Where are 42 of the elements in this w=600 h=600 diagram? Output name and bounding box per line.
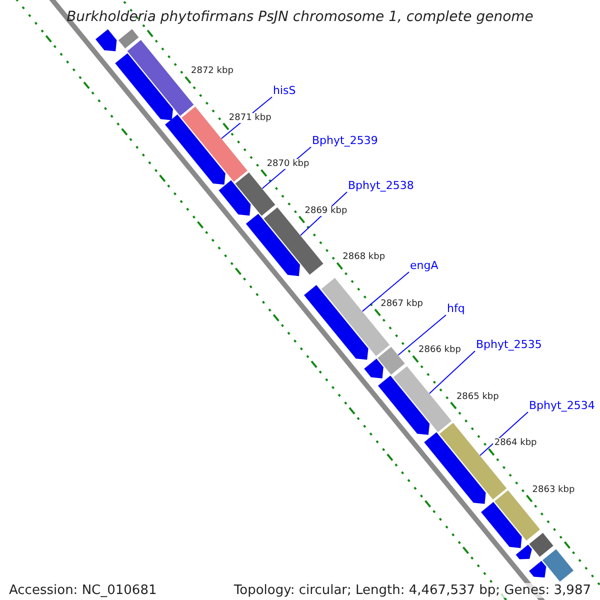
leader-line [362, 272, 410, 312]
gene-bar [376, 346, 406, 376]
cds-segment [96, 29, 117, 52]
cds-segment [218, 180, 251, 216]
cds-segment [304, 285, 368, 360]
cds-segment [364, 358, 384, 378]
scale-label: 2872 kbp [190, 66, 234, 76]
cds-segment [378, 376, 430, 435]
gene-bar [392, 366, 452, 433]
cds-segment [516, 544, 532, 560]
scale-label: 2867 kbp [380, 298, 424, 308]
scale-label: 2871 kbp [228, 112, 272, 122]
cds-segment [246, 214, 300, 276]
cds-segment [165, 114, 226, 185]
cds-segment [424, 432, 486, 504]
cds-segment [115, 53, 173, 120]
gene-label: hfq [447, 303, 465, 315]
summary-text: Topology: circular; Length: 4,467,537 bp; Genes: 3,987 [234, 583, 591, 598]
gene-label: engA [410, 260, 438, 272]
accession-text: Accession: NC_010681 [9, 583, 157, 598]
gene-bar [542, 548, 574, 582]
gene-bar [234, 172, 276, 216]
gene-label: Bphyt_2539 [312, 135, 378, 147]
scale-label: 2866 kbp [418, 345, 462, 355]
gene-label: Bphyt_2538 [348, 180, 414, 192]
gene-label: hisS [273, 85, 296, 97]
scale-label: 2865 kbp [455, 392, 500, 402]
leader-line [428, 350, 476, 394]
scale-label: 2870 kbp [266, 159, 310, 169]
gene-bar [528, 532, 554, 558]
gene-bar [118, 28, 140, 49]
cds-segment [529, 560, 546, 578]
title: Burkholderia phytofirmans PsJN chromosome 1, complete genome [66, 9, 534, 25]
scale-label: 2864 kbp [493, 438, 538, 448]
gene-label: Bphyt_2535 [476, 339, 542, 351]
scale-label: 2863 kbp [531, 484, 576, 494]
gene-label: Bphyt_2534 [529, 400, 595, 412]
leader-line [480, 412, 528, 456]
scale-label: 2868 kbp [342, 252, 386, 262]
scale-label: 2869 kbp [304, 206, 348, 216]
cds-segment [481, 502, 522, 548]
leader-line [398, 314, 446, 356]
